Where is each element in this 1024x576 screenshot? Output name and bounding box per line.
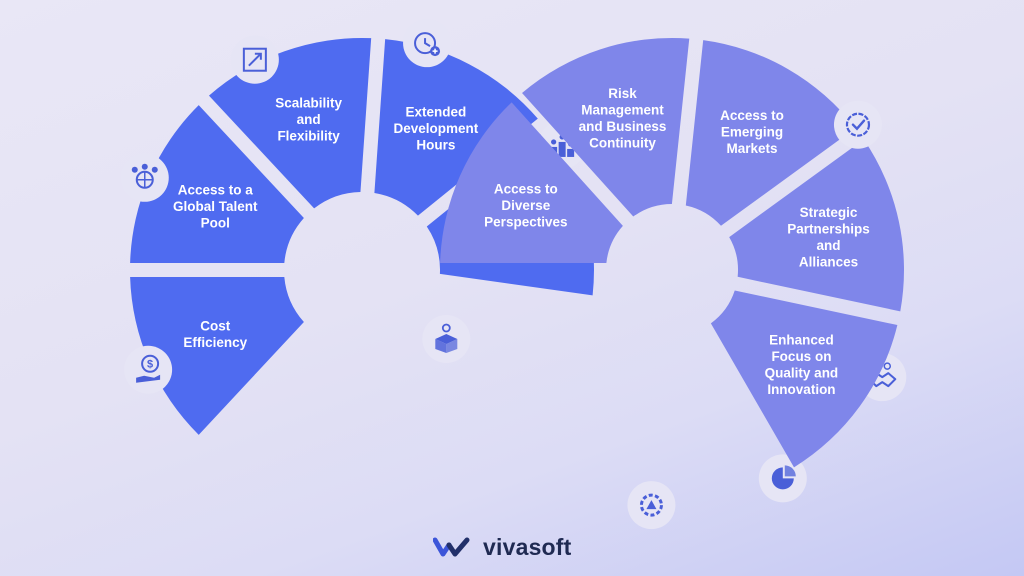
segment-label-line: Scalability [275, 96, 342, 111]
brand-logo: vivasoft [433, 532, 572, 562]
expand-arrow-icon [230, 35, 279, 84]
segment-label-line: Focus on [771, 349, 831, 364]
clock-plus-icon [403, 19, 452, 68]
segment-label-line: and [816, 238, 840, 253]
segment-label-line: Extended [405, 105, 466, 120]
segment-label-line: Access to [494, 181, 558, 196]
idea-box-icon [422, 314, 471, 363]
segment-label-line: Diverse [501, 198, 550, 213]
svg-text:$: $ [147, 359, 153, 371]
ring-segment-shape [729, 139, 905, 312]
segment-label-line: Efficiency [183, 335, 247, 350]
vivasoft-logo-icon [433, 537, 470, 557]
segment-label-line: Quality and [765, 365, 839, 380]
brand-name: vivasoft [483, 533, 572, 560]
segment-label-line: Access to [720, 108, 784, 123]
segment-label-line: Partnerships [787, 221, 870, 236]
global-team-icon [120, 153, 169, 202]
segment-label-line: Alliances [799, 254, 858, 269]
segment-label-line: and [297, 112, 321, 127]
segment-label-line: Perspectives [484, 214, 567, 229]
ring-segment-shape [130, 276, 304, 435]
segment-label-line: Enhanced [769, 332, 834, 347]
segment-label-line: Pool [201, 216, 230, 231]
ring-segment-shape [685, 40, 856, 226]
segment-label-line: Hours [416, 138, 455, 153]
segment-label-line: Flexibility [277, 129, 340, 144]
segment-label-line: and Business [579, 119, 667, 134]
ring-segment-shape [374, 39, 538, 216]
segment-label-line: Cost [200, 319, 231, 334]
ring-segment-shape [522, 38, 690, 217]
segment-label-line: Strategic [800, 205, 858, 220]
segment-label-line: Global Talent [173, 199, 258, 214]
segment-label-line: Management [581, 103, 664, 118]
segment-label-line: Emerging [721, 124, 783, 139]
ring-segment-shape [130, 105, 304, 264]
segment-label-line: Access to a [178, 183, 254, 198]
ring-segment-shape [710, 290, 898, 468]
ring-segment-shape [440, 102, 623, 264]
warning-gear-icon [627, 481, 676, 530]
segment-label-line: Development [393, 121, 478, 136]
money-hand-icon: $ [124, 345, 173, 394]
quality-badge-icon [833, 100, 882, 149]
segment-label-line: Risk [608, 86, 637, 101]
segment-label-line: Markets [726, 141, 777, 156]
segment-label-line: Innovation [767, 382, 835, 397]
segment-label-line: Continuity [589, 136, 656, 151]
